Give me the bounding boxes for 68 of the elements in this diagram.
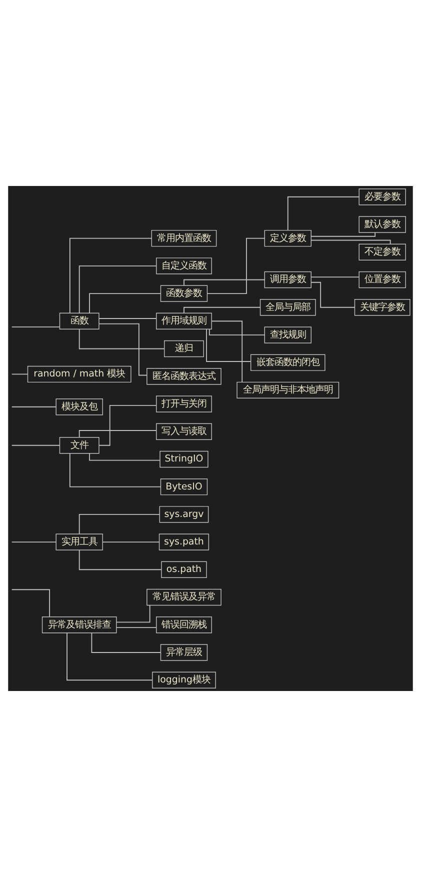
node-box: 定义参数 <box>264 230 312 247</box>
connector <box>206 238 265 294</box>
connector <box>11 406 56 408</box>
node-box: sys.argv <box>159 506 209 523</box>
connector <box>69 238 152 314</box>
connector <box>89 453 160 461</box>
node-box: 异常及错误排查 <box>42 616 117 634</box>
connector <box>89 293 162 314</box>
connector <box>66 632 153 681</box>
node-box: 全局与局部 <box>260 299 316 316</box>
connector <box>102 542 160 543</box>
node-box: StringIO <box>160 450 208 468</box>
node-box: os.path <box>161 561 207 578</box>
node-box: 错误回溯栈 <box>156 616 212 634</box>
node-box: 作用域规则 <box>156 312 212 330</box>
node-box: 位置参数 <box>358 271 406 288</box>
connector <box>69 453 162 488</box>
connector <box>91 632 162 653</box>
node-box: 全局声明与非本地声明 <box>236 382 340 399</box>
node-box: 默认参数 <box>358 216 406 233</box>
node-box: 调用参数 <box>264 271 312 288</box>
connector <box>98 404 157 446</box>
node-box: 常用内置函数 <box>151 230 217 247</box>
node-box: 异常层级 <box>160 644 208 661</box>
connector <box>206 328 252 362</box>
node-box: 写入与读取 <box>156 423 212 440</box>
node-box: 匿名函数表达式 <box>146 368 222 385</box>
node-box: 嵌套函数的闭包 <box>250 354 326 371</box>
connector <box>11 589 50 618</box>
connector <box>78 328 165 350</box>
connector <box>116 627 157 628</box>
node-box: 函数 <box>59 312 100 330</box>
node-box: 自定义函数 <box>156 258 212 274</box>
connector <box>98 323 148 376</box>
node-box: 关键字参数 <box>354 299 410 316</box>
node-box: 函数参数 <box>160 285 208 302</box>
connector <box>287 196 360 231</box>
connector <box>11 374 28 375</box>
connector <box>78 265 157 314</box>
node-box: 常见错误及异常 <box>146 588 222 606</box>
node-box: 打开与关闭 <box>156 396 212 412</box>
node-box: 必要参数 <box>358 188 406 206</box>
node-box: 实用工具 <box>56 534 103 550</box>
connector <box>184 306 261 314</box>
connector <box>11 326 60 328</box>
node-box: logging模块 <box>152 672 216 688</box>
connector <box>11 542 56 543</box>
connector <box>78 514 160 534</box>
connector <box>310 232 376 237</box>
node-box: sys.path <box>158 534 210 550</box>
node-box: 递归 <box>164 340 204 358</box>
connector <box>116 604 150 623</box>
node-box: 模块及包 <box>56 398 103 416</box>
node-box: random / math 模块 <box>27 366 132 383</box>
connector <box>310 240 391 244</box>
node-box: 不定参数 <box>358 244 406 260</box>
node-box: 查找规则 <box>264 326 312 344</box>
connector <box>310 282 356 308</box>
node-box: BytesIO <box>160 478 208 496</box>
connector <box>184 279 266 286</box>
connector <box>208 328 266 336</box>
connector <box>211 320 243 382</box>
connector <box>78 550 162 570</box>
connector <box>11 444 60 446</box>
connector <box>310 276 360 278</box>
connector <box>98 318 157 319</box>
node-box: 文件 <box>59 437 100 454</box>
connector <box>78 430 157 438</box>
